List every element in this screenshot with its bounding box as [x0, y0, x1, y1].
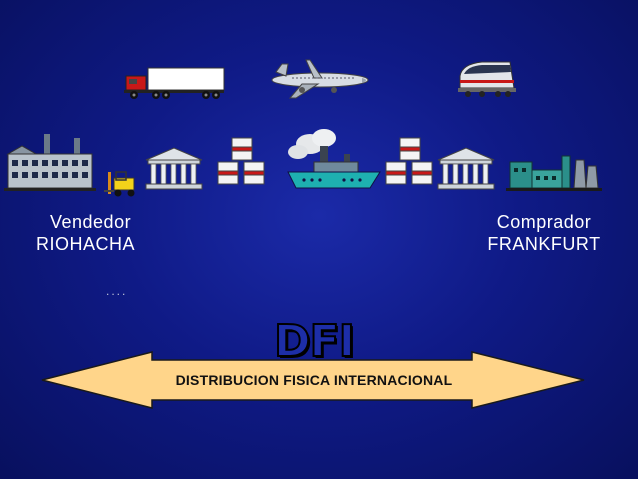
seller-city: RIOHACHA — [36, 234, 136, 254]
containers-icon — [217, 137, 265, 185]
decorative-dots: .... — [106, 284, 128, 298]
forklift-icon — [104, 171, 135, 197]
truck-icon — [124, 67, 225, 99]
containers-icon — [385, 137, 433, 185]
buyer-label: Comprador FRANKFURT — [478, 211, 610, 255]
customs-building-icon — [437, 147, 495, 190]
buyer-role: Comprador — [496, 212, 592, 232]
seller-role: Vendedor — [50, 212, 132, 232]
arrow-caption: DISTRIBUCION FISICA INTERNACIONAL — [175, 372, 453, 388]
ship-icon — [287, 129, 381, 189]
dfi-title: DFI — [273, 315, 356, 368]
factory-icon — [4, 134, 96, 191]
airplane-icon — [271, 59, 369, 99]
buyer-city: FRANKFURT — [487, 234, 601, 254]
seller-label: Vendedor RIOHACHA — [36, 211, 135, 255]
customs-building-icon — [145, 147, 203, 190]
double-arrow-shape — [41, 351, 585, 409]
industrial-plant-icon — [506, 155, 602, 191]
train-icon — [458, 61, 516, 97]
